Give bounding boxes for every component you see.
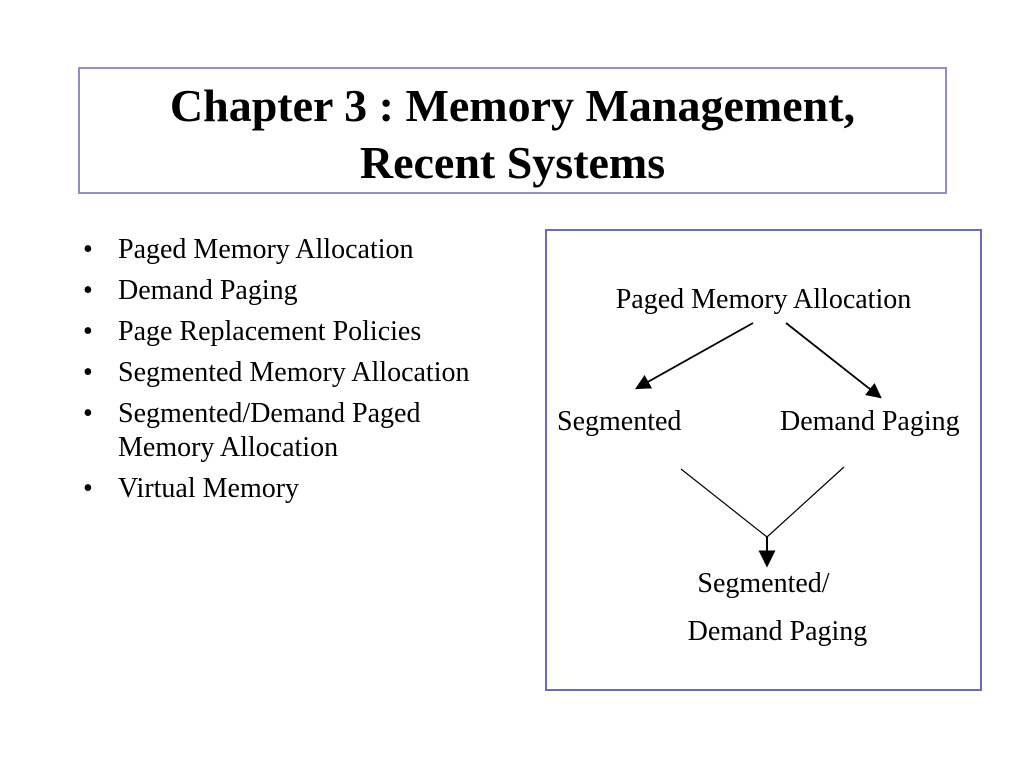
- bullet-item-demand-paging: Demand Paging: [80, 274, 492, 308]
- diagram-node-demand-paging: Demand Paging: [780, 406, 960, 437]
- arrow-root-to-segmented: [634, 322, 754, 390]
- diagram-node-segmented: Segmented: [557, 406, 682, 437]
- diagram-node-segmented-demand-paging-line1: Segmented/: [697, 568, 830, 599]
- slide-title-line1: Chapter 3 : Memory Management,: [169, 80, 856, 131]
- diagram-box: Paged Memory Allocation Segmented Demand…: [545, 229, 982, 691]
- bullet-item-page-replacement-policies: Page Replacement Policies: [80, 315, 492, 349]
- diagram-node-paged-memory-allocation: Paged Memory Allocation: [615, 284, 912, 315]
- arrow-root-to-demand-paging: [785, 322, 882, 399]
- diagram-arrows: [634, 322, 882, 568]
- diagram-node-segmented-demand-paging-line2: Demand Paging: [687, 616, 868, 647]
- line-segmented-to-merge: [680, 468, 768, 538]
- bullet-item-virtual-memory: Virtual Memory: [80, 472, 492, 506]
- bullet-item-segmented-memory-allocation: Segmented Memory Allocation: [80, 356, 492, 390]
- bullet-item-segmented-demand-paged-memory-allocation: Segmented/Demand Paged Memory Allocation: [80, 397, 492, 465]
- slide-title-line2: Recent Systems: [359, 137, 666, 188]
- line-demand-paging-to-merge: [766, 466, 845, 538]
- title-box: Chapter 3 : Memory Management, Recent Sy…: [78, 67, 947, 194]
- bullet-item-paged-memory-allocation: Paged Memory Allocation: [80, 233, 492, 267]
- bullet-list: Paged Memory Allocation Demand Paging Pa…: [80, 233, 492, 513]
